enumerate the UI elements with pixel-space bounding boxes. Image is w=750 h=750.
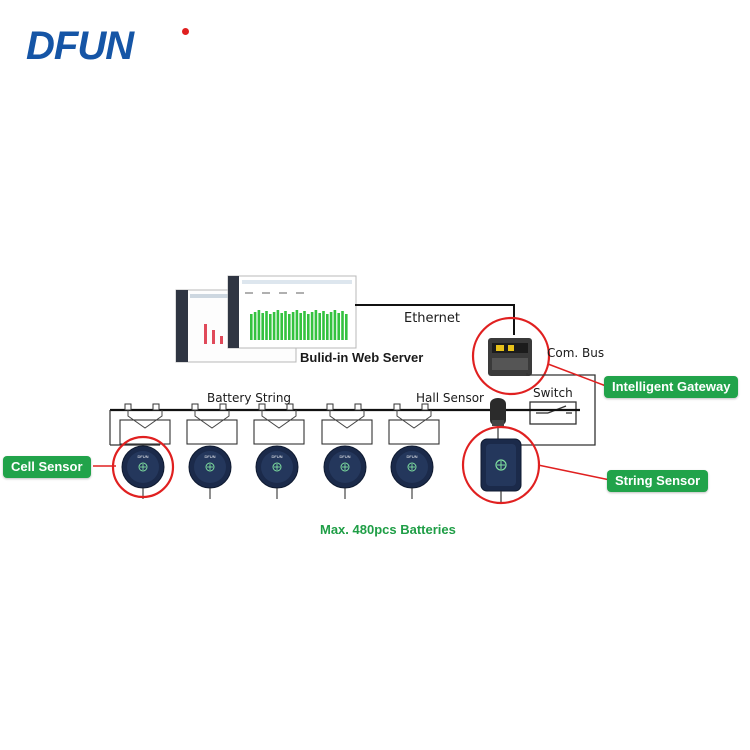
sensor-brand-label: DFUN (406, 454, 417, 459)
gateway-device (488, 338, 532, 376)
gateway-highlight (471, 316, 551, 396)
battery-string-label: Battery String (207, 391, 292, 405)
string-sensor-device (480, 426, 522, 502)
battery-cell: DFUN (119, 403, 171, 499)
cell-sensor-device: DFUN (188, 445, 232, 499)
ethernet-label: Ethernet (404, 311, 460, 326)
switch-box (529, 401, 577, 425)
battery-cell: DFUN (321, 403, 373, 499)
com-bus-line (520, 373, 596, 446)
com-bus-label: Com. Bus (547, 346, 605, 360)
cell-sensor-device: DFUN (121, 445, 165, 499)
string-sensor-callout: String Sensor (607, 470, 709, 492)
sensor-brand-label: DFUN (271, 454, 282, 459)
cell-sensor-device: DFUN (390, 445, 434, 499)
capacity-note: Max. 480pcs Batteries (320, 522, 456, 537)
web-server-screens (175, 275, 357, 363)
cell-sensor-highlight (111, 435, 175, 499)
battery-cell: DFUN (186, 403, 238, 499)
web-screen-bar-chart (250, 310, 348, 340)
string-sensor-connector (537, 464, 611, 481)
battery-cell: DFUN (253, 403, 305, 499)
web-server-label: Bulid-in Web Server (300, 350, 424, 365)
cell-sensor-callout: Cell Sensor (3, 456, 91, 478)
cell-sensor-device: DFUN (323, 445, 367, 499)
sensor-brand-label: DFUN (339, 454, 350, 459)
ethernet-line (355, 304, 515, 335)
logo: DFUN (26, 24, 134, 68)
battery-string: DFUN DFUN DFUN DFUN DFUN (111, 403, 440, 499)
cell-sensor-device: DFUN (255, 445, 299, 499)
hall-sensor-label: Hall Sensor (416, 391, 484, 405)
hall-sensor-clamp (490, 398, 506, 426)
logo-dot (182, 28, 189, 35)
switch-label: Switch (533, 386, 573, 400)
battery-cell: DFUN (388, 403, 440, 499)
sensor-brand-label: DFUN (137, 454, 148, 459)
sensor-brand-label: DFUN (204, 454, 215, 459)
intelligent-gateway-callout: Intelligent Gateway (604, 376, 739, 398)
gateway-connector (547, 363, 607, 387)
